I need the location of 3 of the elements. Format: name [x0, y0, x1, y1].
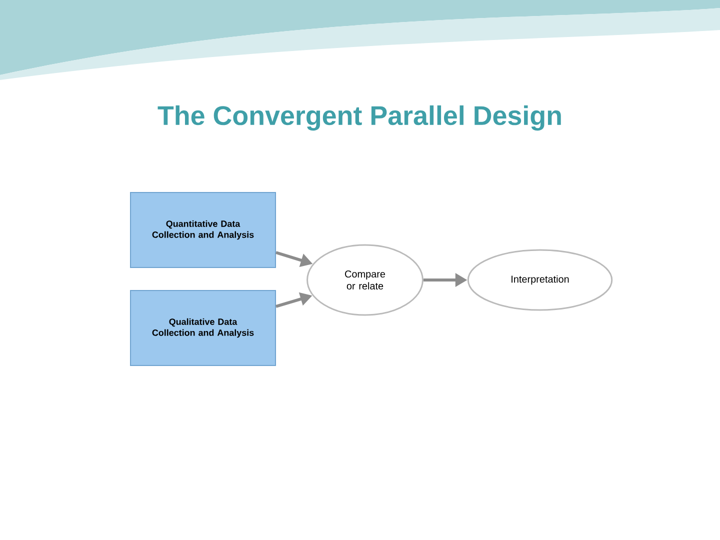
process-box: Qualitative Data Collection and Analysis [130, 290, 276, 366]
process-box: Quantitative Data Collection and Analysis [130, 192, 276, 268]
title: The Convergent Parallel Design [158, 105, 561, 131]
